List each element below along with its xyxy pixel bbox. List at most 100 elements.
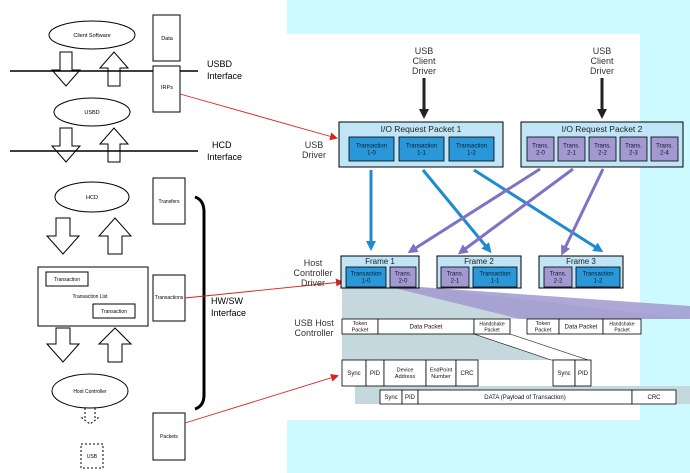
up-arrow-3 [97,217,133,255]
usbd-oval [53,97,131,127]
blue-arrow-1-1 [421,169,492,254]
host-controller-label: Host Controller [73,389,107,395]
data-payload-field-text-0: DATA (Payload of Transaction) [484,395,565,401]
irp1-transaction-2-rect [448,136,495,162]
host-controller-driver-line1: Host [304,258,323,268]
usb-label: USB [87,454,98,460]
data-crc-field-text-0: CRC [648,395,662,401]
irp2-trans-4-text-1: 2-4 [660,151,669,157]
irp2-trans-1-text-1: 2-1 [567,151,576,157]
token-pid-field: PID [365,359,385,387]
usb-client-driver-2-line3: Driver [590,66,614,76]
device-address-field-text-1: Address [395,374,415,380]
usb-client-driver-2-line1: USB [593,46,612,56]
irps-box [152,65,181,113]
usb-client-driver-2-line2: Client [590,56,614,66]
transfers-box [152,177,186,225]
transaction-b-label: Transaction [101,309,127,315]
frame3-trans-2-2-text-0: Trans. [550,272,567,278]
irp2-trans-4: Trans.2-4 [650,136,679,162]
frame1-expansion-purple [390,287,690,319]
frame1-transaction-1-0-text-0: Transaction [350,272,381,278]
usb-client-driver-1-line3: Driver [412,66,436,76]
host-controller-oval [51,373,129,409]
irp2-trans-0-text-0: Trans. [532,144,549,150]
token-crc-field-text-0: CRC [461,371,475,377]
blue-arrow-1-2 [473,168,604,253]
token-pid-field-text-0: PID [370,371,381,377]
client-software-oval [48,20,136,50]
client-software-label: Client Software [73,33,110,39]
irp2-trans-0: Trans.2-0 [526,136,555,162]
data-payload-field: DATA (Payload of Transaction) [417,389,633,405]
usb-host-controller-line1: USB Host [294,318,334,328]
background-panel-bottom [287,420,690,473]
handshake-sync-field: Sync [552,359,576,387]
transfers-label: Transfers [159,199,180,205]
down-arrow-2 [50,127,82,163]
red-link-irps [179,93,338,141]
transaction-b-box [92,303,136,319]
frame1-trans-2-0-text-0: Trans. [395,272,412,278]
purple-arrow-2-0 [407,167,541,254]
handshake-packet-rect [473,318,511,335]
packets-label: Packets [160,434,178,440]
right-diagram: USB Client Driver USB Client Driver USB … [293,46,690,405]
irp2-trans-4-text-0: Trans. [656,144,673,150]
frame1-transaction-1-0-rect [345,266,387,288]
packets-box [152,412,186,461]
frame2-transaction-1-1-text-1: 1-1 [491,279,500,285]
data-pid-field: PID [401,389,419,405]
handshake-pid-field-rect [574,359,592,387]
frame2-trans-2-1-text-0: Trans. [447,272,464,278]
frame2-trans-2-1: Trans.2-1 [440,266,470,288]
red-link-transactions [184,278,344,299]
frame2-transaction-1-1-rect [472,266,518,288]
red-link-packets [184,373,339,424]
irp1-transaction-0-rect [348,136,395,162]
token-crc-field: CRC [455,359,479,387]
irp1-title: I/O Request Packet 1 [381,124,462,134]
irp1-transaction-1-text-0: Transaction [406,144,437,150]
hwsw-interface-label-2: Interface [211,308,246,318]
data-packet-text-0: Data Packet [410,325,443,331]
token-packet-text-1: Packet [352,328,369,334]
usb-driver-line2: Driver [302,150,326,160]
endpoint-number-field-text-0: EndPoint [430,368,453,374]
endpoint-number-field-text-1: Number [431,374,451,380]
host-controller-driver-line3: Driver [301,278,325,288]
irp2-trans-2: Trans.2-2 [588,136,617,162]
frame1-trans-2-0-text-1: 2-0 [399,279,408,285]
frame3-transaction-1-2-text-1: 1-2 [594,279,603,285]
irp1-transaction-2-text-0: Transaction [456,144,487,150]
hcd-interface-label-1: HCD [212,140,232,150]
data-packet-2-text-0: Data Packet [565,325,598,331]
token-crc-field-rect [455,359,479,387]
usbd-label: USBD [84,110,99,116]
frame2-transaction-1-1-text-0: Transaction [479,272,510,278]
usb-client-driver-1-line2: Client [412,56,436,66]
hcd-interface-label-2: Interface [207,152,242,162]
purple-arrow-2-2 [561,168,605,256]
irp1-items: Transaction1-0Transaction1-1Transaction1… [348,136,495,162]
irp1-transaction-1-text-1: 1-1 [417,151,426,157]
handshake-packet-text-1: Packet [484,327,500,333]
endpoint-number-field-rect [425,359,457,387]
irp1-transaction-2-text-1: 1-2 [467,151,476,157]
down-arrow-4 [45,327,81,363]
irp2-trans-3-text-1: 2-3 [629,151,638,157]
usb-dashed-box [80,443,104,469]
frame3-title: Frame 3 [566,257,596,266]
token-packet-2-text-1: Packet [535,328,552,334]
up-arrow-1 [98,51,130,87]
irp2-trans-0-rect [526,136,555,162]
device-address-field-text-0: Device [397,368,414,374]
frame2-title: Frame 2 [464,257,494,266]
token-sync-field: Sync [341,359,367,387]
